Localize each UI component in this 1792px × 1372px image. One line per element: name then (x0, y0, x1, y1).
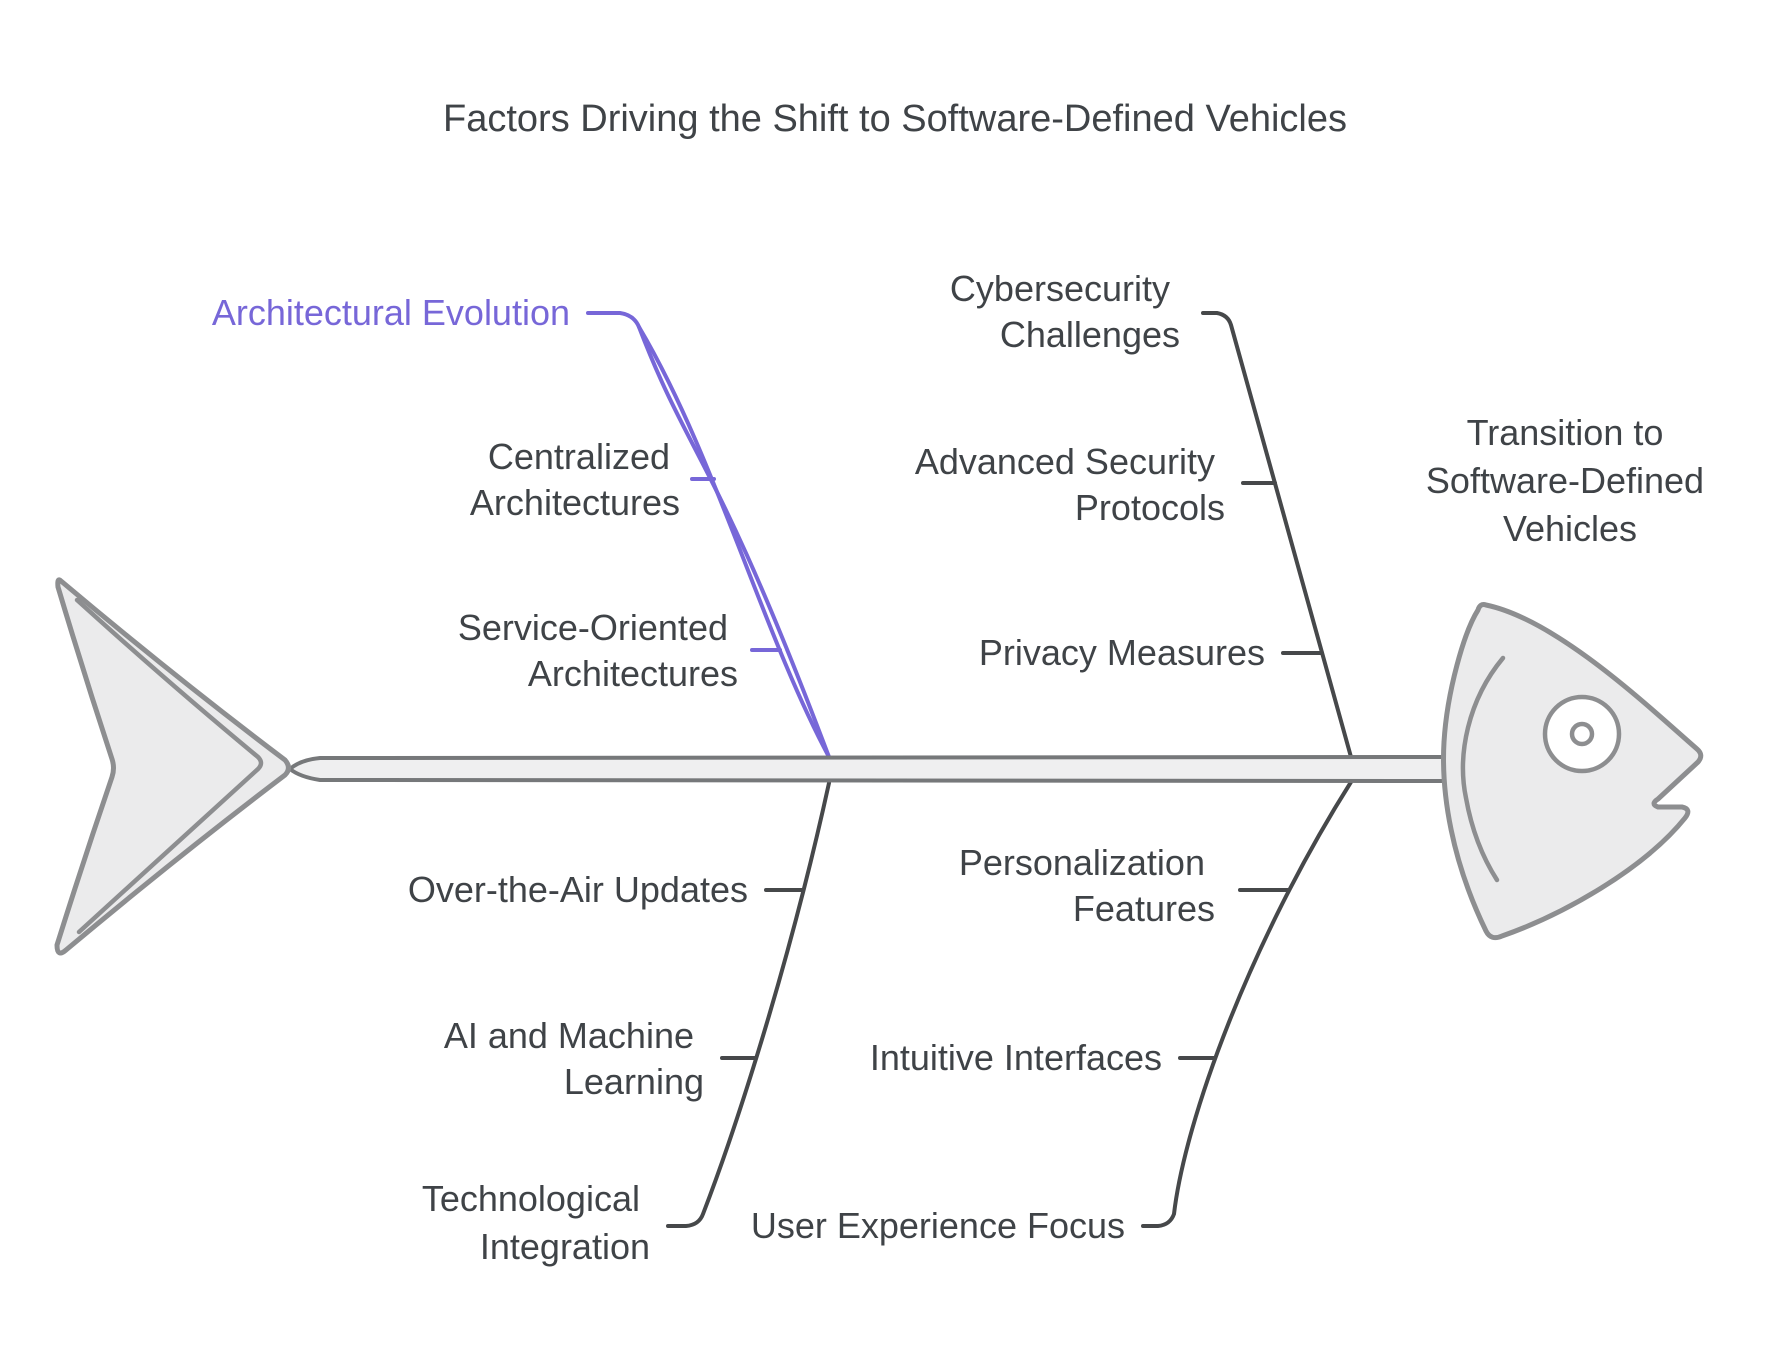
label-technological-integration: Technological Integration (422, 1178, 650, 1267)
label-service-oriented-architectures: Service-Oriented Architectures (458, 607, 738, 694)
label-advanced-security-protocols: Advanced Security Protocols (915, 441, 1225, 528)
fish-head (1441, 602, 1704, 941)
head-label-line2: Software-Defined (1426, 460, 1704, 501)
bone-architectural-evolution-curve (637, 325, 831, 759)
label-user-experience-focus: User Experience Focus (751, 1205, 1125, 1246)
fish-tail (54, 577, 291, 956)
label-cybersecurity-challenges: Cybersecurity Challenges (950, 268, 1180, 355)
label-centralized-architectures: Centralized Architectures (470, 436, 680, 523)
fish-spine (288, 755, 1454, 783)
label-architectural-evolution: Architectural Evolution (212, 292, 570, 333)
label-privacy-measures: Privacy Measures (979, 632, 1265, 673)
bone-user-experience-focus (1141, 780, 1353, 1228)
head-label: Transition to Software-Defined Vehicles (1426, 412, 1714, 549)
head-label-line3: Vehicles (1503, 508, 1637, 549)
diagram-title: Factors Driving the Shift to Software-De… (443, 98, 1347, 140)
label-ai-and-machine-learning: AI and Machine Learning (444, 1015, 704, 1102)
bone-cybersecurity-challenges (1201, 311, 1353, 759)
head-label-line1: Transition to (1467, 412, 1664, 453)
bone-technological-integration (666, 781, 831, 1228)
fish-tail-shape (54, 577, 291, 956)
label-over-the-air-updates: Over-the-Air Updates (408, 869, 748, 910)
fish-tail-detail-line (74, 597, 264, 935)
fish-eye-pupil (1569, 721, 1595, 747)
fish-gill-line (1460, 655, 1506, 883)
label-personalization-features: Personalization Features (959, 842, 1215, 929)
bones (586, 311, 1353, 1228)
bone-architectural-evolution (586, 311, 831, 759)
label-intuitive-interfaces: Intuitive Interfaces (870, 1037, 1162, 1078)
